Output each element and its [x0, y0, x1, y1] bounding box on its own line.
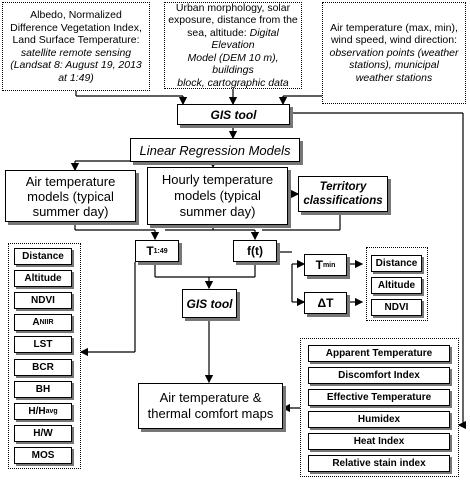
hourly-models-line3: summer day): [179, 204, 256, 219]
right-variable-item-label: Altitude: [377, 280, 416, 291]
left-variable-item-label: BH: [35, 383, 51, 395]
source-weather-line1: Air temperature (max, min),: [330, 21, 458, 34]
source-urban-line1: Urban morphology, solar: [175, 1, 291, 14]
territory-line1: Territory: [319, 181, 367, 193]
t-149-sub: 1:49: [153, 247, 168, 255]
left-variable-item-label: Distance: [22, 251, 64, 262]
air-models-line1: Air temperature: [25, 173, 116, 189]
t-min-sub: min: [322, 261, 336, 269]
left-variable-item: Distance: [14, 248, 72, 265]
source-weather-line4: stations), municipal: [349, 59, 439, 72]
comfort-index-item: Discomfort Index: [308, 367, 450, 384]
hourly-temperature-models: Hourly temperature models (typical summe…: [147, 167, 288, 225]
source-remote-line6: at 1:49): [58, 71, 94, 84]
source-remote-line5: (Landsat 8: August 19, 2013: [10, 59, 142, 71]
comfort-index-item: Effective Temperature: [308, 389, 450, 406]
gis-tool-mid: GIS tool: [182, 289, 237, 318]
left-variable-item-label: MOS: [31, 449, 55, 461]
left-variable-item-subscript: NIIR: [39, 319, 54, 327]
air-models-line3: summer day): [32, 203, 109, 219]
right-variable-item-label: Distance: [375, 258, 418, 269]
right-variable-item-label: NDVI: [384, 302, 409, 313]
source-remote-line3: Land Surface Temperature:: [12, 34, 140, 46]
source-urban-line2: exposure, distance from the: [168, 14, 298, 27]
source-remote-line1: Albedo, Normalized: [30, 9, 122, 21]
source-weather-line2: wind speed, wind direction:: [330, 34, 458, 47]
gis-tool-top: GIS tool: [177, 104, 290, 125]
left-variable-item-label: NDVI: [31, 295, 55, 307]
source-weather-stations: Air temperature (max, min), wind speed, …: [322, 2, 466, 104]
left-variable-item-subscript: avg: [45, 407, 58, 415]
left-variable-item: BCR: [14, 358, 72, 376]
comfort-index-item: Relative stain index: [308, 455, 450, 472]
right-variable-item: NDVI: [371, 299, 422, 316]
source-urban-morphology: Urban morphology, solar exposure, distan…: [164, 2, 302, 89]
left-variable-item: H/W: [14, 424, 72, 442]
comfort-index-item: Humidex: [308, 411, 450, 428]
ft-node: f(t): [233, 240, 277, 262]
left-variable-item: Altitude: [14, 270, 72, 288]
comfort-index-item-label: Heat Index: [353, 436, 405, 447]
source-urban-line4: Model (DEM 10 m), buildings: [187, 51, 279, 77]
t-149-main: T: [146, 244, 154, 258]
air-temperature-comfort-maps: Air temperature & thermal comfort maps: [138, 383, 283, 429]
left-variable-item-label: H/H: [28, 405, 46, 417]
left-variable-item: NDVI: [14, 292, 72, 310]
comfort-index-item-label: Humidex: [357, 414, 401, 425]
left-variable-item-label: Altitude: [24, 273, 62, 285]
right-variable-item: Distance: [371, 255, 422, 272]
left-variable-item-label: LST: [33, 339, 53, 351]
hourly-models-line2: models (typical: [174, 188, 261, 203]
territory-line2: classifications: [303, 195, 383, 207]
comfort-index-item-label: Effective Temperature: [326, 392, 432, 403]
left-variable-item-label: H/W: [33, 427, 53, 439]
source-urban-line3: sea, altitude: Digital Elevation: [187, 26, 279, 52]
left-variable-item: BH: [14, 380, 72, 398]
comfort-index-item-label: Relative stain index: [332, 458, 426, 469]
source-weather-line5: weather stations: [355, 71, 433, 84]
source-remote-line4: satellite remote sensing: [20, 46, 132, 59]
comfort-index-item-label: Discomfort Index: [338, 370, 420, 381]
output-line1: Air temperature &: [159, 390, 262, 405]
output-line2: thermal comfort maps: [147, 406, 274, 421]
source-remote-sensing: Albedo, Normalized Difference Vegetation…: [2, 2, 150, 91]
source-weather-line3: observation points (weather: [329, 46, 459, 59]
delta-t-node: ΔT: [304, 292, 347, 314]
source-urban-line5: block, cartographic data: [177, 76, 289, 89]
left-variable-item: LST: [14, 336, 72, 354]
comfort-index-item: Apparent Temperature: [308, 345, 450, 362]
air-temperature-models: Air temperature models (typical summer d…: [5, 170, 136, 222]
hourly-models-line1: Hourly temperature: [161, 172, 274, 187]
source-remote-line2: Difference Vegetation Index,: [10, 21, 142, 34]
t-min-main: T: [315, 258, 323, 272]
air-models-line2: models (typical: [27, 188, 114, 204]
territory-classifications: Territory classifications: [298, 176, 388, 212]
left-variable-item-label: A: [32, 317, 40, 329]
left-variable-item: MOS: [14, 446, 72, 464]
left-variable-item-label: BCR: [32, 361, 54, 373]
comfort-index-item-label: Apparent Temperature: [325, 348, 433, 359]
comfort-index-item: Heat Index: [308, 433, 450, 450]
linear-regression-models: Linear Regression Models: [130, 138, 300, 162]
right-variable-item: Altitude: [371, 277, 422, 294]
